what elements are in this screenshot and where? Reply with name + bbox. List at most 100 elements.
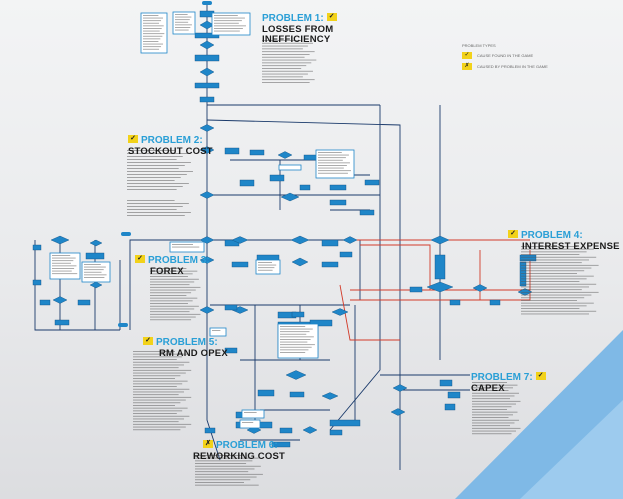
- text-line: [133, 353, 188, 355]
- text-line: [318, 159, 343, 161]
- text-line: [52, 268, 75, 269]
- text-line: [472, 382, 507, 383]
- text-line: [521, 294, 592, 296]
- decision-node: [342, 236, 358, 244]
- decision-node: [285, 370, 307, 380]
- text-line: [175, 16, 192, 18]
- text-box: [211, 12, 251, 36]
- text-line: [175, 24, 192, 26]
- text-line: [318, 167, 344, 169]
- text-line: [472, 387, 513, 389]
- text-line: [133, 396, 192, 398]
- text-line: [521, 259, 589, 261]
- text-line: [318, 154, 349, 156]
- flow-line: [129, 239, 207, 330]
- text-line: [472, 400, 521, 402]
- text-line: [521, 286, 589, 288]
- text-line: [195, 455, 244, 456]
- text-line: [280, 331, 310, 333]
- text-line: [143, 41, 159, 42]
- text-line: [195, 468, 255, 470]
- text-line: [472, 430, 516, 432]
- text-line: [521, 305, 587, 307]
- text-line: [133, 372, 186, 374]
- problem-number: PROBLEM 4:: [521, 230, 583, 241]
- cross-icon: ✗: [462, 63, 472, 70]
- text-line: [143, 17, 164, 19]
- check-icon: ✓: [462, 52, 472, 59]
- text-line: [127, 168, 179, 169]
- text-line: [133, 356, 183, 358]
- text-line: [52, 262, 71, 264]
- process-node: [32, 279, 42, 286]
- text-line: [143, 30, 160, 32]
- terminal-node: [202, 1, 212, 5]
- text-line: [472, 419, 519, 421]
- decision-node: [199, 256, 215, 264]
- text-line: [472, 414, 513, 416]
- text-line: [143, 20, 162, 22]
- decision-node: [291, 257, 309, 267]
- text-line: [133, 386, 177, 387]
- legend-label: CAUSE FOUND IN THE GAME: [477, 53, 534, 58]
- text-line: [150, 308, 195, 310]
- process-node: [257, 389, 275, 397]
- check-icon: ✓: [535, 371, 546, 380]
- text-line: [242, 422, 254, 423]
- process-node: [439, 379, 453, 387]
- flow-line: [329, 105, 381, 431]
- text-line: [133, 407, 188, 409]
- text-line: [214, 15, 238, 16]
- decision-node: [199, 124, 215, 132]
- text-line: [127, 165, 185, 166]
- text-line: [258, 267, 275, 269]
- text-line: [472, 427, 521, 429]
- text-line: [143, 38, 161, 40]
- text-line: [318, 165, 347, 166]
- text-line: [521, 251, 587, 253]
- text-line: [472, 398, 510, 400]
- text-line: [262, 65, 307, 67]
- process-node: [321, 261, 339, 268]
- text-line: [150, 268, 187, 269]
- problem-3-title: ✓PROBLEM 3: FOREX: [135, 251, 210, 277]
- text-line: [521, 308, 580, 309]
- decision-node: [472, 284, 488, 292]
- text-line: [175, 29, 189, 31]
- text-box: [239, 419, 261, 429]
- decision-node: [52, 296, 68, 304]
- process-node: [299, 184, 311, 191]
- decision-node: [290, 235, 310, 245]
- text-line: [521, 267, 592, 269]
- text-line: [133, 380, 188, 382]
- problem-number: PROBLEM 2:: [141, 135, 203, 146]
- process-node: [409, 286, 423, 293]
- text-line: [52, 255, 71, 256]
- text-line: [133, 423, 192, 425]
- text-line: [127, 215, 185, 216]
- text-line: [262, 70, 313, 72]
- text-line: [143, 25, 164, 27]
- text-line: [472, 406, 512, 408]
- legend: PROBLEM TYPES ✓ CAUSE FOUND IN THE GAME …: [462, 43, 548, 70]
- problem-2-title: ✓PROBLEM 2: STOCKOUT COST: [128, 131, 213, 157]
- text-line: [133, 415, 190, 417]
- text-line: [472, 409, 507, 410]
- text-line: [262, 59, 317, 61]
- text-line: [318, 170, 351, 172]
- problem-4-title: ✓PROBLEM 4: INTEREST EXPENSE: [508, 226, 620, 252]
- process-node: [199, 96, 215, 103]
- text-line: [258, 264, 277, 266]
- problem-number: PROBLEM 6:: [216, 440, 278, 451]
- text-line: [262, 76, 303, 78]
- text-line: [262, 40, 302, 41]
- problem-name: STOCKOUT COST: [128, 146, 213, 157]
- text-line: [472, 384, 518, 386]
- text-line: [127, 209, 177, 210]
- text-line: [133, 391, 184, 393]
- text-line: [472, 425, 510, 427]
- text-line: [84, 271, 102, 273]
- text-line: [521, 273, 577, 274]
- text-line: [133, 364, 184, 366]
